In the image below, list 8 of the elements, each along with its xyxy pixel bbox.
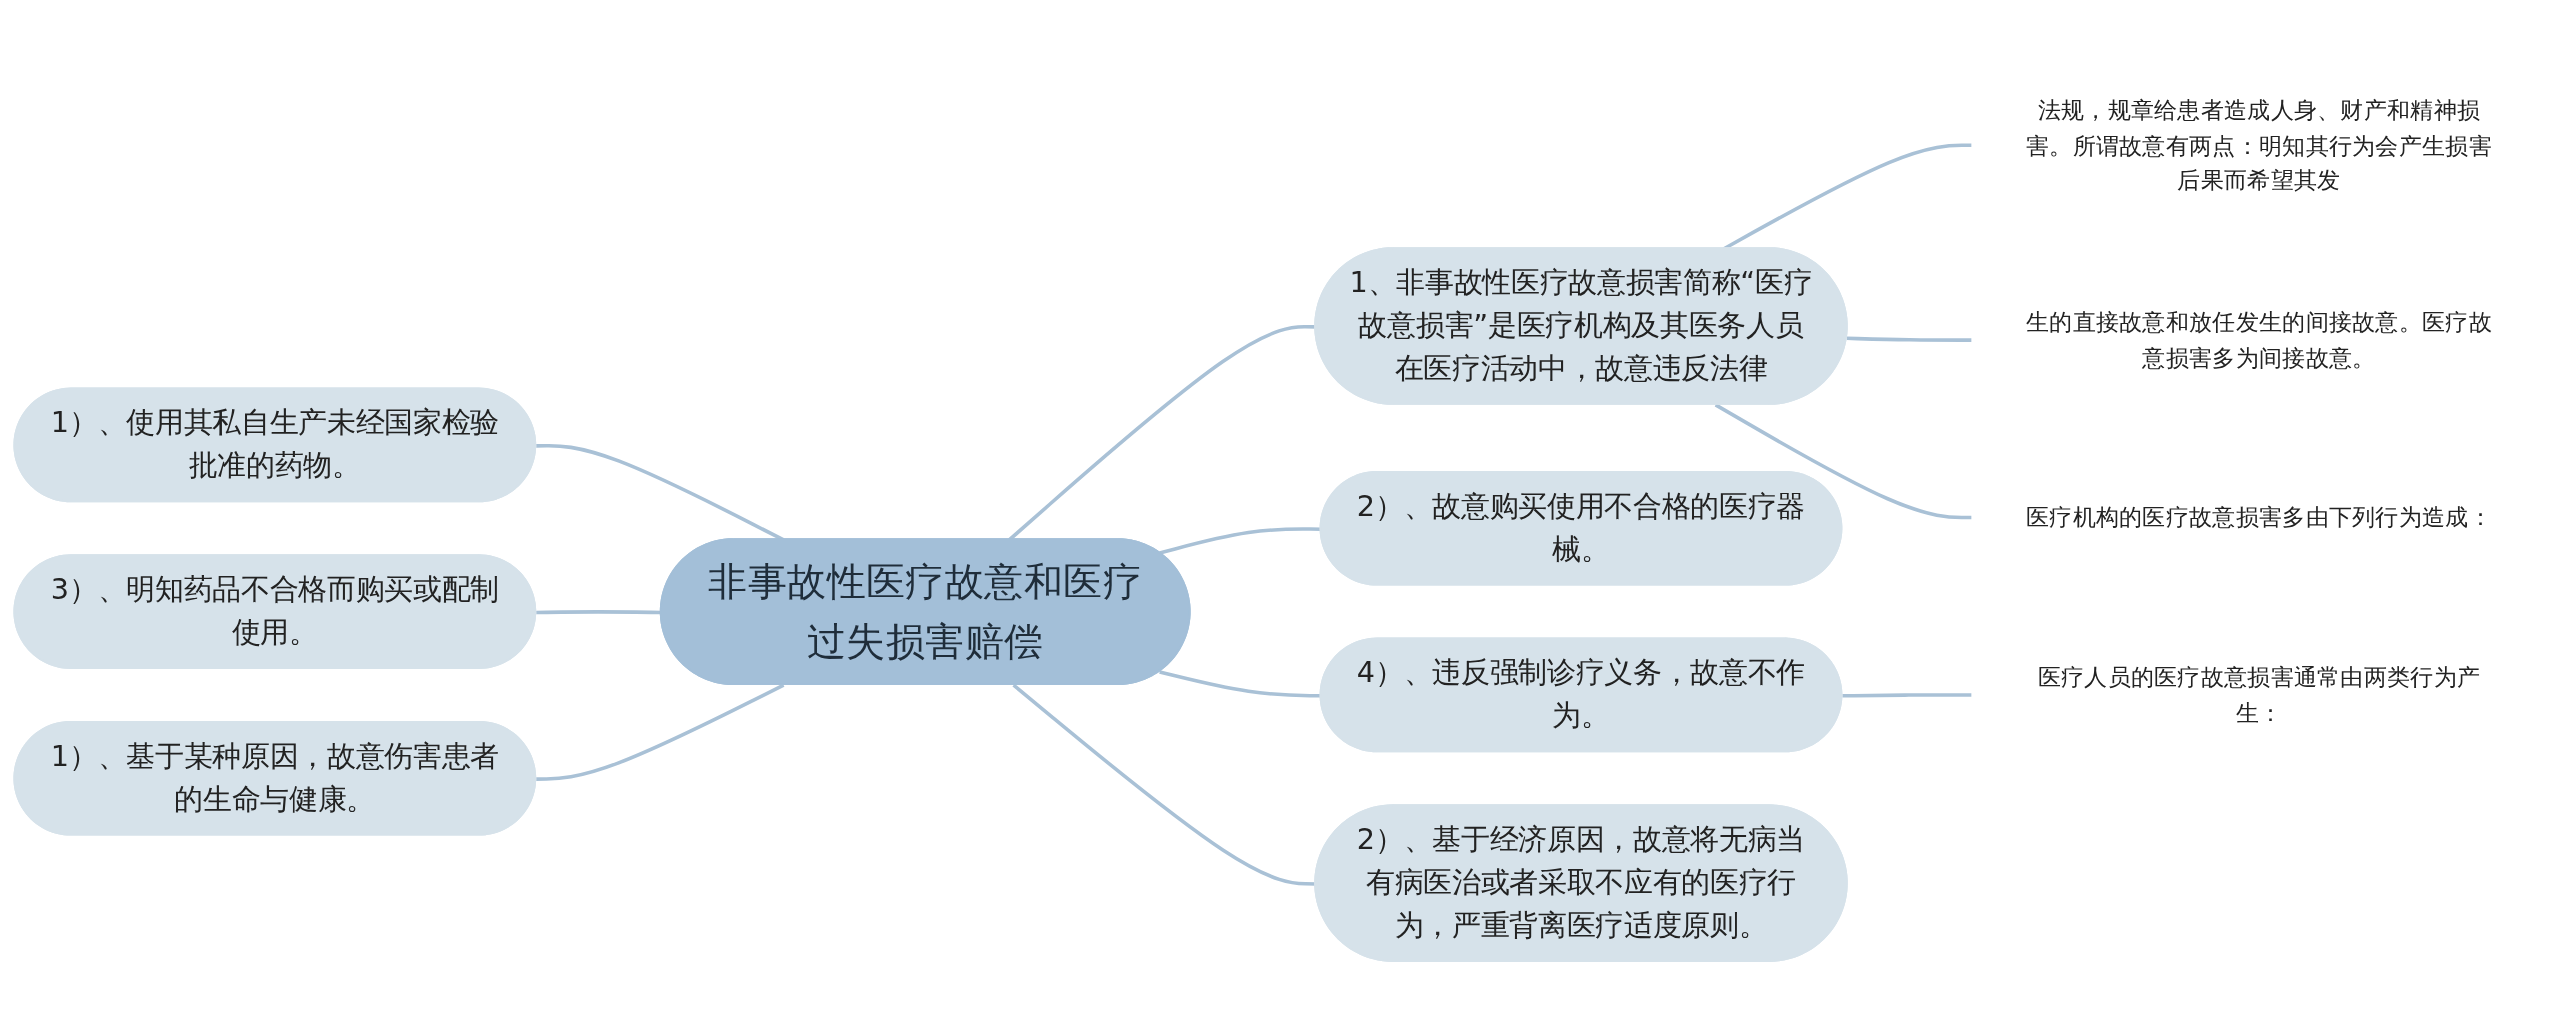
node-text: 生的直接故意和放任发生的间接故意。医疗故意损害多为间接故意。 [2026,308,2492,371]
connector [536,683,785,781]
connector [1714,403,1973,520]
node-text: 医疗机构的医疗故意损害多由下列行为造成： [2026,503,2492,531]
connector [1842,693,1973,698]
node-text: 法规，规章给患者造成人身、财产和精神损害。所谓故意有两点：明知其行为会产生损害后果而希望其发 [2026,96,2492,194]
node-text: 医疗人员的医疗故意损害通常由两类行为产生： [2037,663,2481,726]
connector [1846,336,1973,342]
